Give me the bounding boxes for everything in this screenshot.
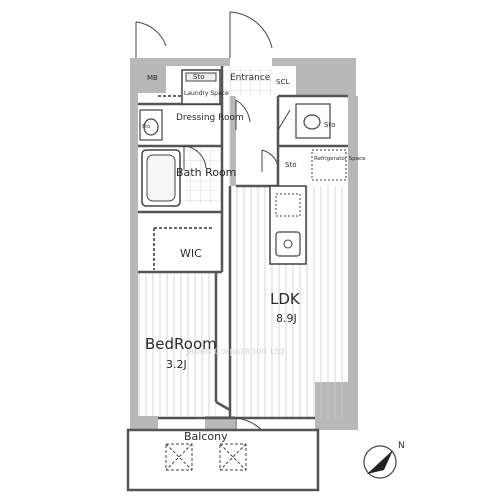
balcony [126,428,320,492]
laundry-machine [181,69,221,105]
label-refrigerator-space: Refrigerator Space [314,156,366,162]
label-bedroom-size: 3.2J [166,358,187,371]
label-laundry-space: Laundry Space [184,90,229,97]
label-sto-toilet-right: Sto [324,121,335,129]
label-dressing-room: Dressing Room [176,113,244,123]
room-labels: MB Sto Laundry Space Entrance SCL Dressi… [142,73,366,443]
watermark: Japan Corporation Ltd. [185,347,287,357]
toilet-right [295,103,331,139]
label-mb: MB [147,74,158,82]
toilet-left [139,109,163,141]
label-sto-laundry: Sto [193,73,204,81]
entrance-floor [228,68,272,96]
label-ldk: LDK [270,290,301,308]
label-scl: SCL [276,78,289,86]
bath-floor [182,148,220,204]
hallway-floor [224,96,236,186]
label-sto-hall: Sto [285,161,296,169]
refrigerator-space [311,149,347,181]
label-entrance: Entrance [230,73,271,83]
kitchen-counter [269,185,307,265]
compass-label: N [398,441,405,451]
compass-icon: N [363,441,405,479]
label-balcony: Balcony [184,430,228,443]
bathtub [141,149,181,207]
label-bedroom: BedRoom [145,335,217,353]
label-ldk-size: 8.9J [276,312,297,325]
bedroom-floor [138,272,216,416]
label-bath-room: Bath Room [176,166,236,179]
label-sto-toilet-left: Sto [142,124,150,130]
label-wic: WIC [180,247,202,260]
